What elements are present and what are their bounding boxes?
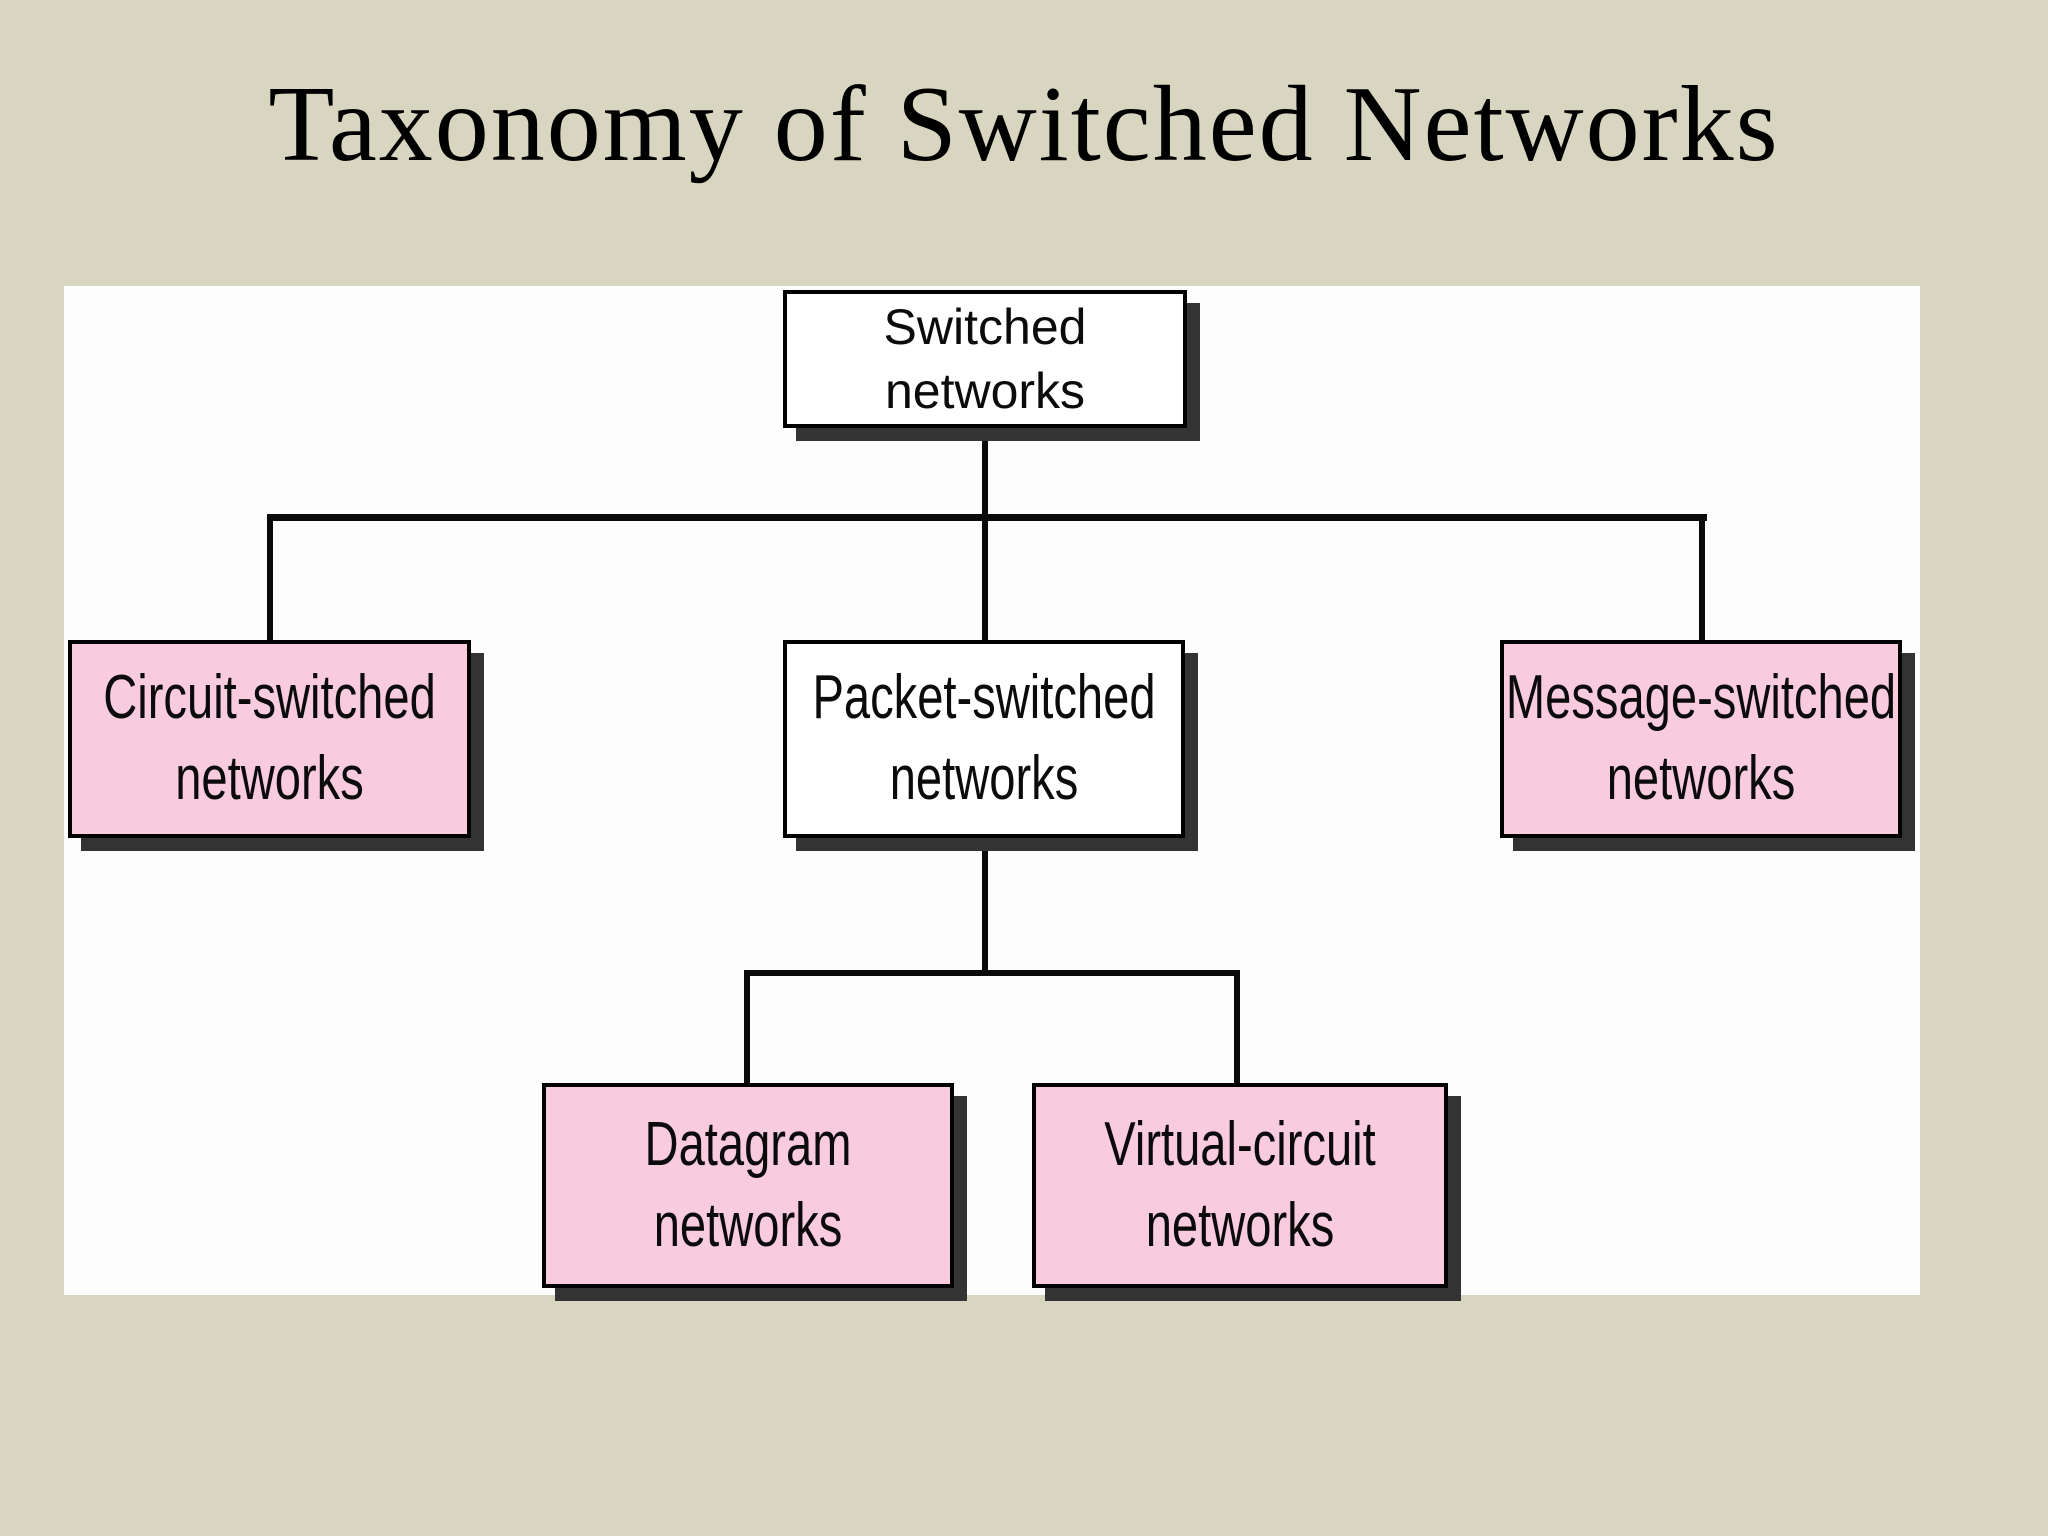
node-label-line2: networks — [1145, 1190, 1335, 1260]
node-circuit-switched-networks-label: Circuit-switched networks — [103, 644, 436, 834]
node-switched-networks-label: Switched networks — [787, 294, 1183, 424]
connector-rail-to-circuit-vertical — [267, 516, 273, 644]
node-virtual-circuit-networks: Virtual-circuit networks — [1032, 1083, 1448, 1288]
connector-rail-to-virtual-circuit-vertical — [1234, 972, 1240, 1085]
connector-rail-to-message-vertical — [1699, 516, 1705, 644]
node-label-line2: networks — [1606, 744, 1796, 813]
node-label-line2: networks — [889, 744, 1079, 813]
connector-lower-rail — [744, 970, 1240, 976]
node-message-switched-networks: Message-switched networks — [1500, 640, 1902, 838]
node-packet-switched-networks-label: Packet-switched networks — [812, 644, 1155, 834]
node-circuit-switched-networks: Circuit-switched networks — [68, 640, 471, 838]
node-datagram-networks: Datagram networks — [542, 1083, 954, 1288]
node-label-line1: Datagram — [644, 1109, 852, 1179]
node-packet-switched-networks: Packet-switched networks — [783, 640, 1185, 838]
node-label-line1: Packet-switched — [812, 663, 1156, 733]
slide-title: Taxonomy of Switched Networks — [268, 65, 1780, 184]
connector-packet-to-rail-vertical — [982, 836, 988, 976]
node-label-line1: Message-switched — [1505, 663, 1897, 733]
connector-rail-to-datagram-vertical — [744, 972, 750, 1085]
node-label-line2: networks — [884, 363, 1086, 419]
node-switched-networks: Switched networks — [783, 290, 1187, 428]
node-label-line1: Virtual-circuit — [1104, 1109, 1376, 1179]
node-message-switched-networks-label: Message-switched networks — [1506, 644, 1896, 834]
node-label-line1: Switched — [883, 299, 1087, 355]
node-virtual-circuit-networks-label: Virtual-circuit networks — [1085, 1087, 1395, 1284]
node-label-line2: networks — [653, 1190, 843, 1260]
node-label-line2: networks — [175, 744, 364, 813]
connector-upper-rail — [267, 514, 1707, 521]
node-label-line1: Circuit-switched — [103, 663, 436, 733]
connector-switched-to-packet-vertical — [982, 425, 988, 644]
node-datagram-networks-label: Datagram networks — [594, 1087, 901, 1284]
